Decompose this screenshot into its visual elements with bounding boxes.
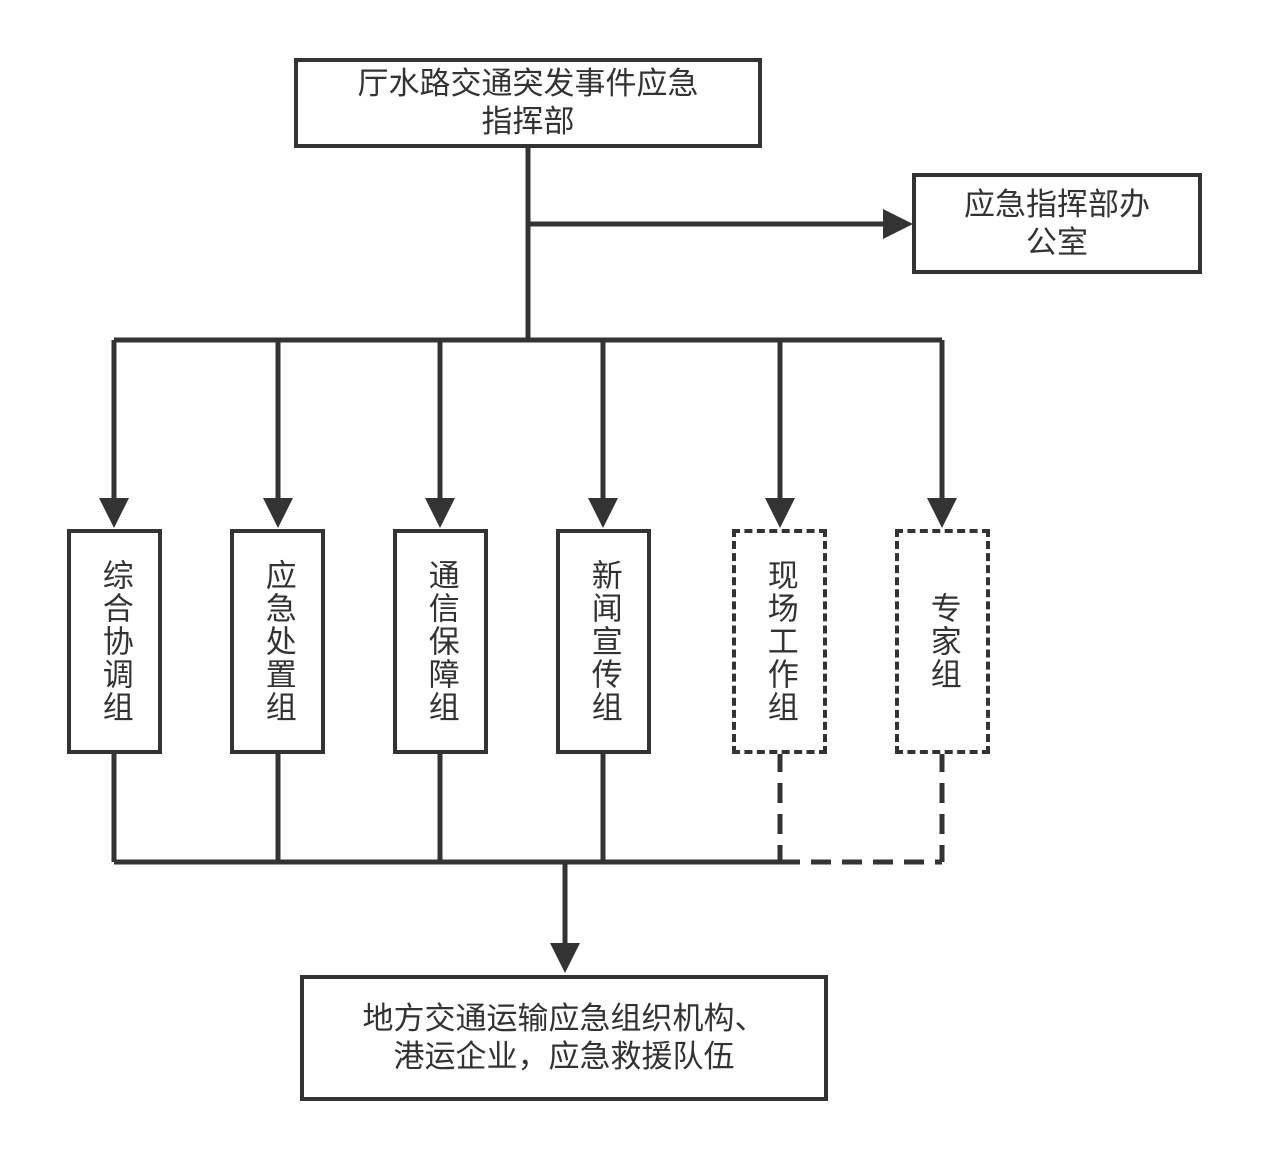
group-box-2: 应急处置组 [230, 529, 325, 754]
local-organizations-box: 地方交通运输应急组织机构、 港运企业，应急救援队伍 [300, 975, 828, 1101]
group-box-3: 通信保障组 [393, 529, 488, 754]
headquarters-box: 厅水路交通突发事件应急 指挥部 [294, 58, 762, 148]
group-box-5: 现场工作组 [732, 529, 827, 754]
office-box: 应急指挥部办 公室 [912, 173, 1202, 274]
group-box-6: 专家组 [895, 529, 990, 754]
group-box-4: 新闻宣传组 [556, 529, 651, 754]
group-box-1: 综合协调组 [67, 529, 162, 754]
